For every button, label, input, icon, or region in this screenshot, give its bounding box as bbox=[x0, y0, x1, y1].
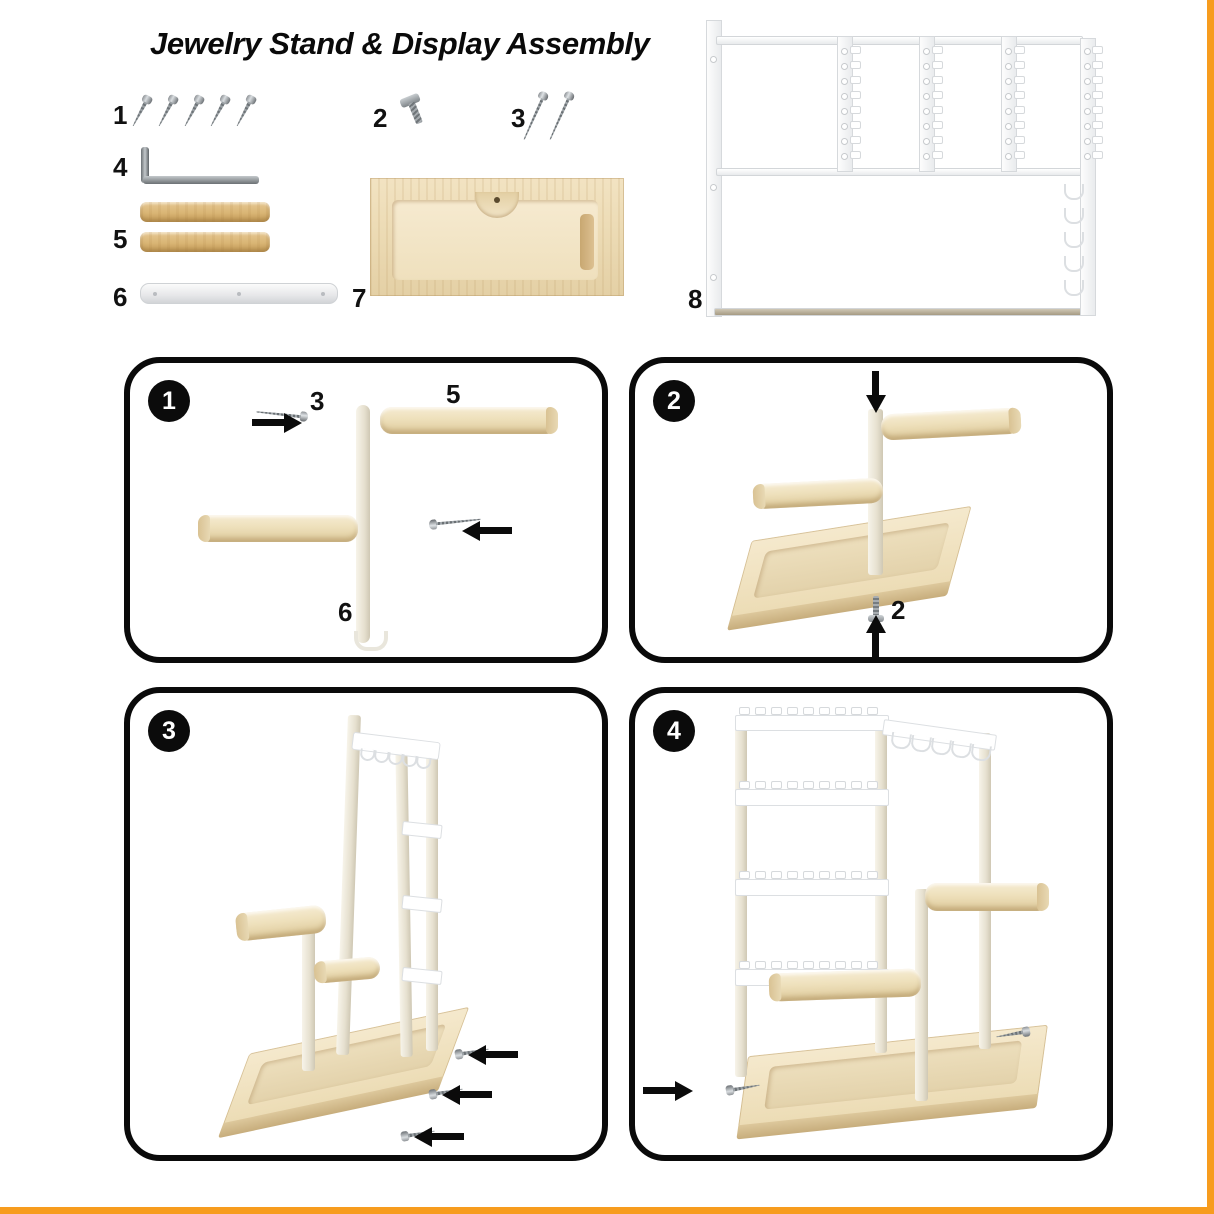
wood-base-tray-icon bbox=[370, 178, 624, 296]
white-rack-frame-icon bbox=[706, 16, 1106, 317]
rack-top-rail bbox=[716, 36, 1083, 45]
part-number-7: 7 bbox=[352, 283, 367, 313]
white-post bbox=[302, 921, 315, 1071]
step-panel-2: 2 2 bbox=[629, 357, 1113, 663]
step-panel-1: 1 3 5 6 bbox=[124, 357, 608, 663]
step-1-callout-3: 3 bbox=[310, 386, 325, 416]
step-badge-3: 3 bbox=[148, 710, 190, 752]
step-4-illustration bbox=[635, 693, 1107, 1155]
step-1-callout-5: 5 bbox=[446, 379, 461, 409]
arrow-up bbox=[866, 613, 886, 657]
lower-wood-dowel bbox=[752, 477, 884, 510]
part-number-1: 1 bbox=[113, 100, 128, 130]
rack-front-upright bbox=[336, 714, 361, 1056]
step-1-callout-6: 6 bbox=[338, 597, 353, 627]
flat-head-bolt-icon bbox=[399, 92, 430, 125]
rack-perf-column bbox=[1001, 36, 1017, 172]
arrow-left bbox=[460, 521, 512, 541]
small-screw-icon bbox=[156, 93, 180, 128]
part-number-5: 5 bbox=[113, 224, 128, 254]
rack-top-teeth-rail bbox=[735, 715, 889, 731]
part-number-3: 3 bbox=[511, 103, 526, 133]
lower-wood-dowel bbox=[313, 956, 381, 984]
lower-wood-dowel bbox=[768, 968, 922, 1002]
step-1-illustration bbox=[130, 363, 602, 657]
arrow-left bbox=[466, 1045, 518, 1065]
step-3-illustration bbox=[130, 693, 602, 1155]
accent-border-right bbox=[1207, 0, 1214, 1214]
arrow-right bbox=[252, 413, 304, 433]
part-number-8: 8 bbox=[688, 284, 703, 314]
step-2-callout-2: 2 bbox=[891, 595, 906, 625]
wood-base-tray bbox=[736, 1024, 1048, 1140]
wood-base-tray bbox=[726, 505, 972, 631]
rack-perf-rail bbox=[735, 789, 889, 806]
page-title: Jewelry Stand & Display Assembly bbox=[150, 26, 650, 61]
step-2-illustration bbox=[635, 363, 1107, 657]
rack-hole bbox=[710, 274, 717, 281]
white-post bbox=[915, 889, 928, 1101]
rack-hole bbox=[710, 184, 717, 191]
wood-dowel-icon bbox=[140, 202, 270, 222]
small-screw-icon bbox=[182, 93, 206, 128]
small-screw-icon bbox=[208, 93, 232, 128]
step-badge-2: 2 bbox=[653, 380, 695, 422]
small-screw-icon bbox=[234, 93, 258, 128]
long-screw-icon bbox=[547, 89, 576, 141]
arrow-left bbox=[412, 1127, 464, 1147]
part-number-4: 4 bbox=[113, 152, 128, 182]
upper-wood-dowel bbox=[925, 883, 1049, 911]
lower-wood-dowel bbox=[198, 515, 358, 542]
rack-perf-rail bbox=[735, 879, 889, 896]
step-panel-4: 4 bbox=[629, 687, 1113, 1161]
accent-border-bottom bbox=[0, 1207, 1214, 1214]
step-badge-4: 4 bbox=[653, 710, 695, 752]
upper-wood-dowel bbox=[380, 407, 558, 434]
allen-wrench-icon bbox=[141, 147, 271, 187]
small-screw-icon bbox=[130, 93, 154, 128]
rack-mid-rail bbox=[716, 168, 1088, 176]
arrow-right bbox=[643, 1081, 695, 1101]
post-foot-hook bbox=[354, 631, 388, 651]
step-badge-1: 1 bbox=[148, 380, 190, 422]
part-number-6: 6 bbox=[113, 282, 128, 312]
rack-perf-column bbox=[919, 36, 935, 172]
upper-wood-dowel bbox=[880, 407, 1022, 441]
rack-bottom-rail bbox=[714, 308, 1094, 316]
arrow-left bbox=[440, 1085, 492, 1105]
parts-list: 1 2 3 4 5 6 7 bbox=[0, 0, 1103, 330]
rack-hole bbox=[710, 56, 717, 63]
wood-dowel-icon bbox=[140, 232, 270, 252]
arrow-down bbox=[866, 371, 886, 415]
rack-perf-column bbox=[837, 36, 853, 172]
white-post bbox=[356, 405, 370, 643]
white-metal-strip-icon bbox=[140, 283, 338, 304]
part-number-2: 2 bbox=[373, 103, 388, 133]
rack-left-upright bbox=[735, 721, 747, 1077]
step-panel-3: 3 bbox=[124, 687, 608, 1161]
